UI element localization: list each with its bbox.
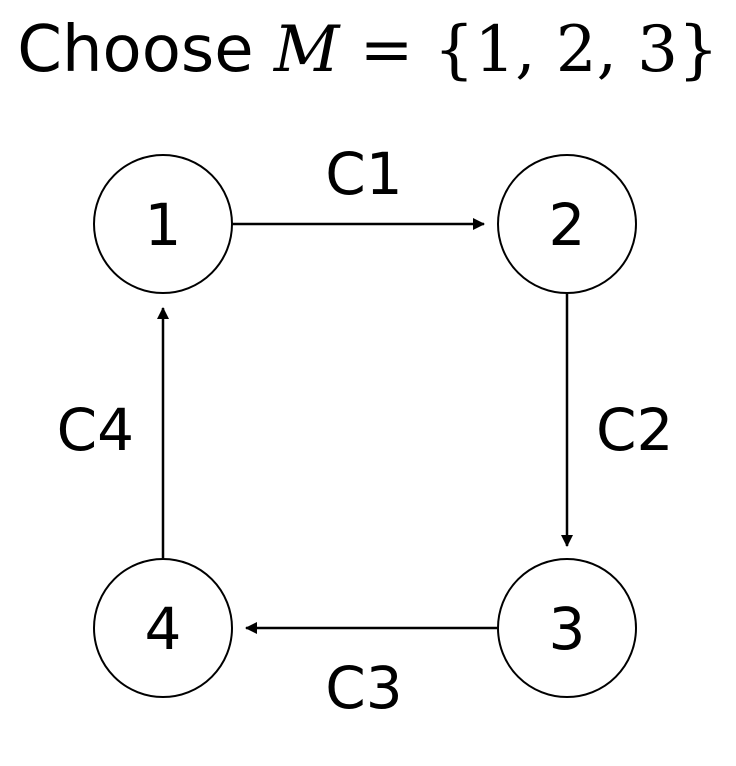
edge-label-c4: C4 — [57, 396, 134, 464]
edge-label-c1: C1 — [325, 140, 402, 208]
diagram-title: Choose M = {1, 2, 3} — [0, 18, 736, 82]
node-4: 4 — [93, 558, 233, 698]
node-3: 3 — [497, 558, 637, 698]
node-2-label: 2 — [549, 191, 586, 259]
node-3-circle — [497, 558, 637, 698]
title-math-set: = {1, 2, 3} — [339, 13, 719, 87]
edge-label-c3: C3 — [325, 654, 402, 722]
node-2-circle — [497, 154, 637, 294]
title-word: Choose — [17, 13, 254, 87]
node-2: 2 — [497, 154, 637, 294]
node-1: 1 — [93, 154, 233, 294]
title-math-variable: M — [273, 13, 340, 87]
node-1-label: 1 — [145, 191, 182, 259]
node-4-label: 4 — [145, 595, 182, 663]
node-3-label: 3 — [549, 595, 586, 663]
edge-label-c2: C2 — [596, 396, 673, 464]
node-4-circle — [93, 558, 233, 698]
node-1-circle — [93, 154, 233, 294]
